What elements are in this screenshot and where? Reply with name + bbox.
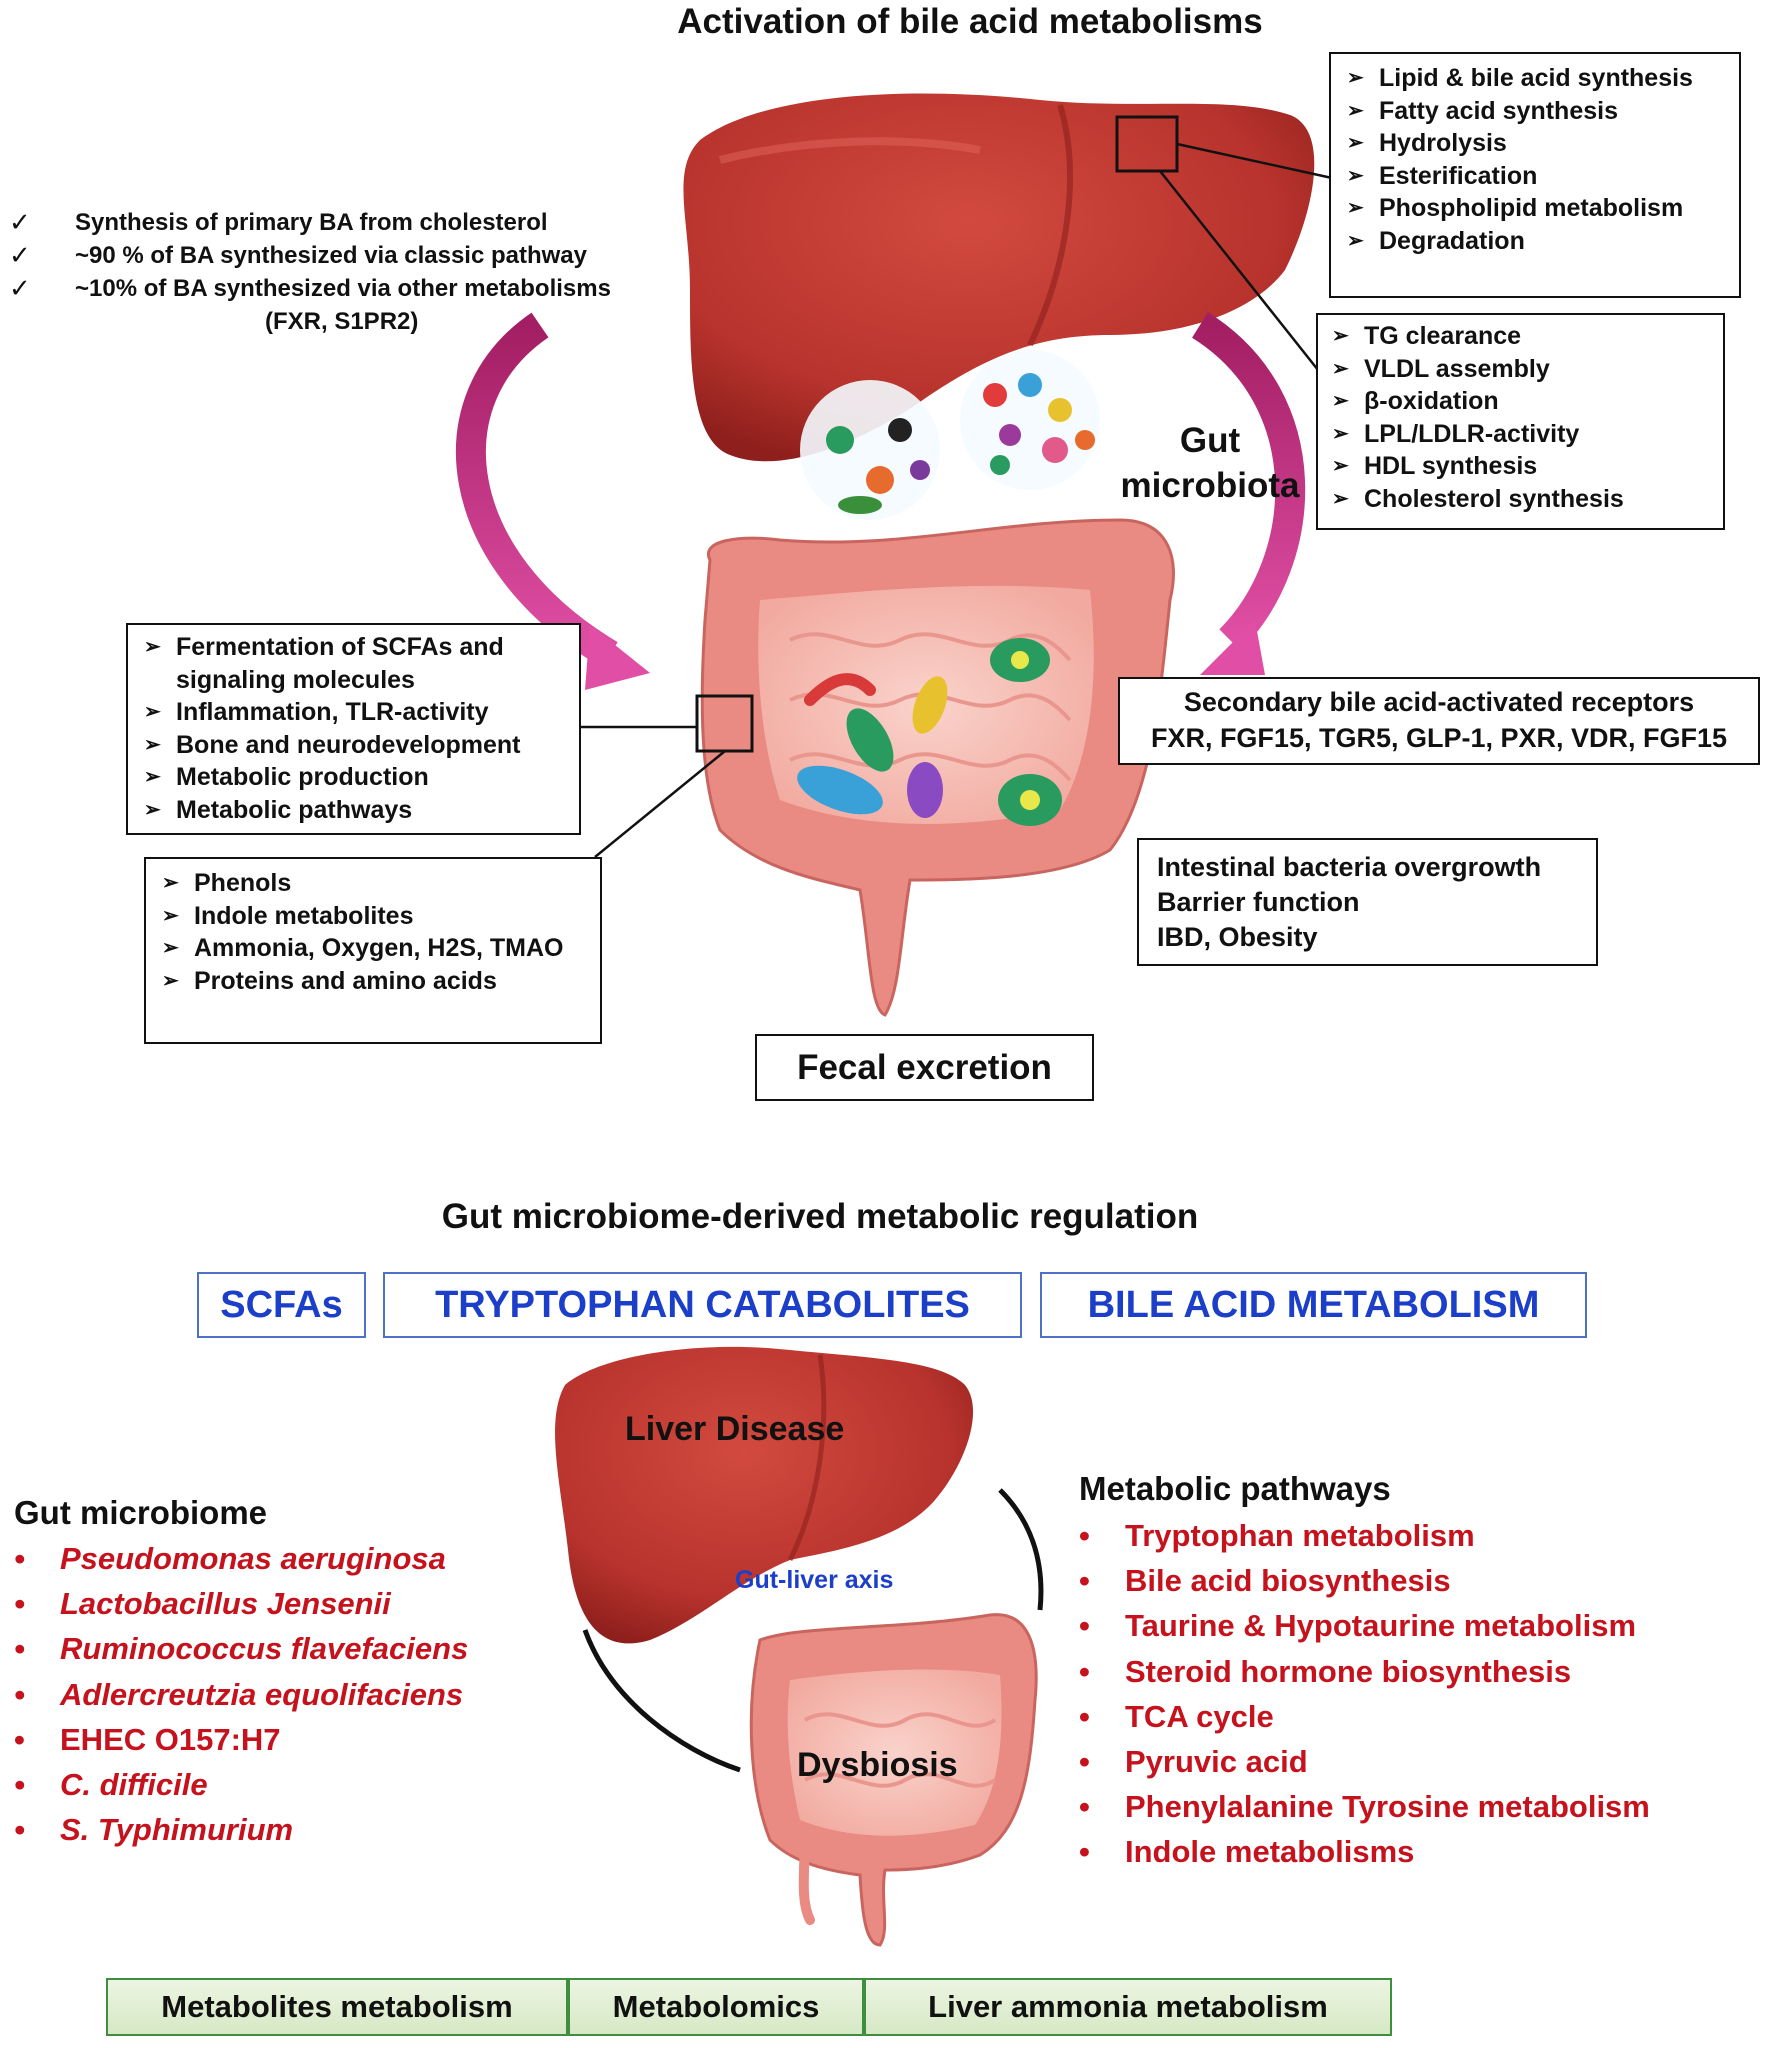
category-tryptophan: TRYPTOPHAN CATABOLITES	[383, 1272, 1022, 1338]
list-item: EHEC O157:H7	[14, 1717, 468, 1762]
list-item: Adlercreutzia equolifaciens	[14, 1672, 468, 1717]
list-item: Fermentation of SCFAs and signaling mole…	[142, 631, 569, 696]
microbes-cluster	[800, 350, 1100, 520]
intestinal-box: Intestinal bacteria overgrowth Barrier f…	[1137, 838, 1598, 966]
metabolic-pathways-title: Metabolic pathways	[1079, 1470, 1391, 1507]
list-item: Cholesterol synthesis	[1330, 483, 1713, 516]
list-item: Lactobacillus Jensenii	[14, 1581, 468, 1626]
list-item: Indole metabolisms	[1079, 1829, 1650, 1874]
intestine-illustration-bottom	[749, 1613, 1038, 1947]
check-icon: ✓	[9, 240, 31, 270]
intestine-illustration-top	[695, 518, 1175, 1017]
gut-microbiota-label: Gut microbiota	[1120, 421, 1300, 505]
list-item: Hydrolysis	[1345, 127, 1729, 160]
axis-arc-right	[998, 1488, 1044, 1611]
liver-illustration-top	[683, 93, 1315, 462]
check-icon: ✓	[9, 207, 31, 237]
receptors-box: Secondary bile acid-activated receptors …	[1118, 677, 1760, 765]
dysbiosis-label: Dysbiosis	[797, 1746, 958, 1784]
liver-illustration-bottom	[555, 1346, 974, 1644]
list-item: Bile acid biosynthesis	[1079, 1558, 1650, 1603]
axis-arc-left	[582, 1629, 741, 1773]
connector-line	[594, 750, 726, 858]
synthesis-list-block: ✓Synthesis of primary BA from cholestero…	[9, 206, 611, 338]
bottom-title: Gut microbiome-derived metabolic regulat…	[441, 1197, 1199, 1236]
metabolic-pathways-list: Tryptophan metabolism Bile acid biosynth…	[1079, 1513, 1650, 1875]
liver-function-box: Lipid & bile acid synthesis Fatty acid s…	[1329, 52, 1741, 298]
receptors-title: Secondary bile acid-activated receptors	[1183, 687, 1695, 717]
list-item: Metabolic pathways	[142, 794, 569, 827]
connector-line	[1159, 170, 1319, 371]
list-item: β-oxidation	[1330, 385, 1713, 418]
arrow-right	[1191, 312, 1306, 651]
synthesis-item: ✓ ~10% of BA synthesized via other metab…	[9, 273, 611, 303]
receptors-list: FXR, FGF15, TGR5, GLP-1, PXR, VDR, FGF15	[1150, 723, 1728, 753]
list-item: Metabolic production	[142, 761, 569, 794]
list-item: Pseudomonas aeruginosa	[14, 1536, 468, 1581]
list-item: Indole metabolites	[160, 900, 590, 933]
category-scfas: SCFAs	[197, 1272, 366, 1338]
top-title: Activation of bile acid metabolisms	[677, 2, 1263, 41]
list-item: Pyruvic acid	[1079, 1739, 1650, 1784]
synthesis-item: ✓Synthesis of primary BA from cholestero…	[9, 207, 548, 237]
synthesis-note: (FXR, S1PR2)	[265, 308, 419, 335]
list-item: C. difficile	[14, 1762, 468, 1807]
liver-function-list: Lipid & bile acid synthesis Fatty acid s…	[1345, 62, 1729, 257]
list-item: Ruminococcus flavefaciens	[14, 1626, 468, 1671]
intestinal-item: IBD, Obesity	[1157, 922, 1318, 952]
list-item: Ammonia, Oxygen, H2S, TMAO	[160, 932, 590, 965]
gut-microbiome-list: Pseudomonas aeruginosa Lactobacillus Jen…	[14, 1536, 468, 1853]
fermentation-box: Fermentation of SCFAs and signaling mole…	[126, 623, 581, 835]
metabolites-box: Phenols Indole metabolites Ammonia, Oxyg…	[144, 857, 602, 1044]
arrow-left	[455, 312, 618, 668]
lipid-function-box: TG clearance VLDL assembly β-oxidation L…	[1316, 313, 1725, 530]
liver-disease-label: Liver Disease	[625, 1410, 845, 1448]
list-item: HDL synthesis	[1330, 450, 1713, 483]
fecal-excretion-box: Fecal excretion	[755, 1034, 1094, 1101]
gut-microbiome-title: Gut microbiome	[14, 1494, 268, 1531]
footer-box-metabolites: Metabolites metabolism	[106, 1978, 568, 2036]
gut-liver-axis-label: Gut-liver axis	[735, 1566, 894, 1594]
arrow-head-left	[585, 625, 650, 690]
list-item: Taurine & Hypotaurine metabolism	[1079, 1603, 1650, 1648]
intestinal-item: Intestinal bacteria overgrowth	[1157, 852, 1542, 882]
metabolites-list: Phenols Indole metabolites Ammonia, Oxyg…	[160, 867, 590, 997]
connector-line	[1176, 142, 1333, 180]
list-item: S. Typhimurium	[14, 1807, 468, 1852]
fermentation-list: Fermentation of SCFAs and signaling mole…	[142, 631, 569, 826]
list-item: Phenylalanine Tyrosine metabolism	[1079, 1784, 1650, 1829]
list-item: Tryptophan metabolism	[1079, 1513, 1650, 1558]
list-item: Lipid & bile acid synthesis	[1345, 62, 1729, 95]
list-item: Inflammation, TLR-activity	[142, 696, 569, 729]
synthesis-item: ✓~90 % of BA synthesized via classic pat…	[9, 240, 587, 270]
intestinal-item: Barrier function	[1157, 887, 1360, 917]
category-bile-acid: BILE ACID METABOLISM	[1040, 1272, 1587, 1338]
list-item: Fatty acid synthesis	[1345, 95, 1729, 128]
synthesis-list: ✓Synthesis of primary BA from cholestero…	[9, 206, 611, 305]
check-icon: ✓	[9, 273, 31, 303]
arrow-head-right	[1200, 620, 1265, 675]
list-item: Degradation	[1345, 225, 1729, 258]
list-item: Esterification	[1345, 160, 1729, 193]
list-item: Proteins and amino acids	[160, 965, 590, 998]
list-item: TCA cycle	[1079, 1694, 1650, 1739]
list-item: VLDL assembly	[1330, 353, 1713, 386]
list-item: Phospholipid metabolism	[1345, 192, 1729, 225]
lipid-function-list: TG clearance VLDL assembly β-oxidation L…	[1330, 320, 1713, 515]
footer-box-metabolomics: Metabolomics	[568, 1978, 864, 2036]
footer-box-ammonia: Liver ammonia metabolism	[864, 1978, 1392, 2036]
list-item: LPL/LDLR-activity	[1330, 418, 1713, 451]
list-item: Phenols	[160, 867, 590, 900]
list-item: Bone and neurodevelopment	[142, 729, 569, 762]
list-item: TG clearance	[1330, 320, 1713, 353]
list-item: Steroid hormone biosynthesis	[1079, 1649, 1650, 1694]
